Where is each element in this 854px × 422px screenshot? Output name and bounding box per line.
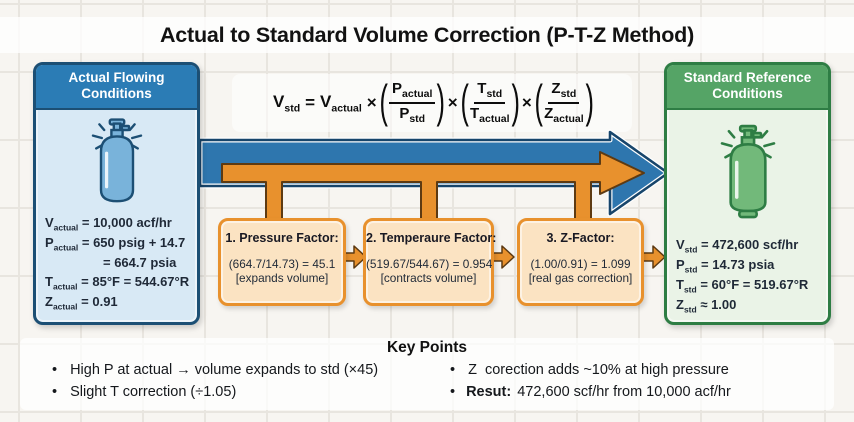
standard-conditions-panel: Standard Reference Conditions Vstd = 472…: [664, 62, 831, 325]
actual-conditions-panel: Actual Flowing Conditions Vactual = 10,0…: [33, 62, 200, 325]
title-band: Actual to Standard Volume Correction (P-…: [0, 17, 854, 53]
panel-header: Actual Flowing Conditions: [36, 65, 197, 111]
factor-calc: (519.67/544.67) = 0.954: [366, 257, 493, 271]
temperature-factor-box: 2. Temperaure Factor: (519.67/544.67) = …: [363, 218, 497, 306]
paren-open: (: [460, 75, 469, 127]
key-points-right-column: Z corection adds ~10% at high pressure R…: [438, 359, 834, 403]
factor-note: [real gas correction]: [528, 271, 633, 285]
page-title: Actual to Standard Volume Correction (P-…: [159, 22, 695, 47]
conversion-formula: Vstd = Vactual × ( Pactual Pstd ) × ( Ts…: [232, 74, 632, 132]
paren-open: (: [534, 75, 543, 127]
gas-cylinder-icon: [36, 110, 197, 210]
key-point-item: Resut: 472,600 scf/hr from 10,000 acf/hr: [450, 381, 834, 403]
paren-close: ): [585, 75, 594, 127]
factor-title: 1. Pressure Factor:: [225, 231, 339, 245]
key-point-item: High P at actual → volume expands to std…: [52, 359, 438, 381]
flow-arrow-graphic: [197, 129, 671, 225]
factor-note: [expands volume]: [235, 271, 329, 285]
key-points-left-column: High P at actual → volume expands to std…: [20, 359, 438, 403]
actual-values: Vactual = 10,000 acf/hr Pactual = 650 ps…: [45, 215, 190, 312]
paren-close: ): [436, 75, 446, 127]
key-point-item: Z corection adds ~10% at high pressure: [450, 359, 834, 381]
factor-title: 2. Temperaure Factor:: [366, 231, 497, 245]
gas-cylinder-icon: [667, 110, 828, 232]
factor-note: [contracts volume]: [380, 271, 477, 285]
panel-header: Standard Reference Conditions: [667, 65, 828, 111]
factor-title: 3. Z-Factor:: [546, 231, 615, 245]
paren-close: ): [510, 75, 520, 127]
times-sign: ×: [366, 93, 377, 112]
pressure-fraction: Pactual Pstd: [389, 80, 436, 125]
formula-result: Vstd: [273, 91, 301, 115]
times-sign: ×: [447, 93, 458, 112]
factor-calc: (1.00/0.91) = 1.099: [530, 257, 631, 271]
paren-open: (: [379, 75, 388, 127]
z-fraction: Zstd Zactual: [544, 80, 584, 125]
key-points-section: Key Points High P at actual → volume exp…: [20, 338, 834, 410]
standard-values: Vstd = 472,600 scf/hr Pstd = 14.73 psia …: [676, 237, 809, 315]
pressure-factor-box: 1. Pressure Factor: (664.7/14.73) = 45.1…: [218, 218, 346, 306]
times-sign: ×: [521, 93, 532, 112]
key-points-title: Key Points: [386, 339, 468, 356]
equals-sign: =: [305, 93, 316, 112]
factor-calc: (664.7/14.73) = 45.1: [228, 257, 336, 271]
formula-base: Vactual: [320, 91, 362, 115]
key-point-item: Slight T correction (÷1.05): [52, 381, 438, 403]
z-factor-box: 3. Z-Factor: (1.00/0.91) = 1.099 [real g…: [517, 218, 644, 306]
temperature-fraction: Tstd Tactual: [469, 80, 510, 125]
